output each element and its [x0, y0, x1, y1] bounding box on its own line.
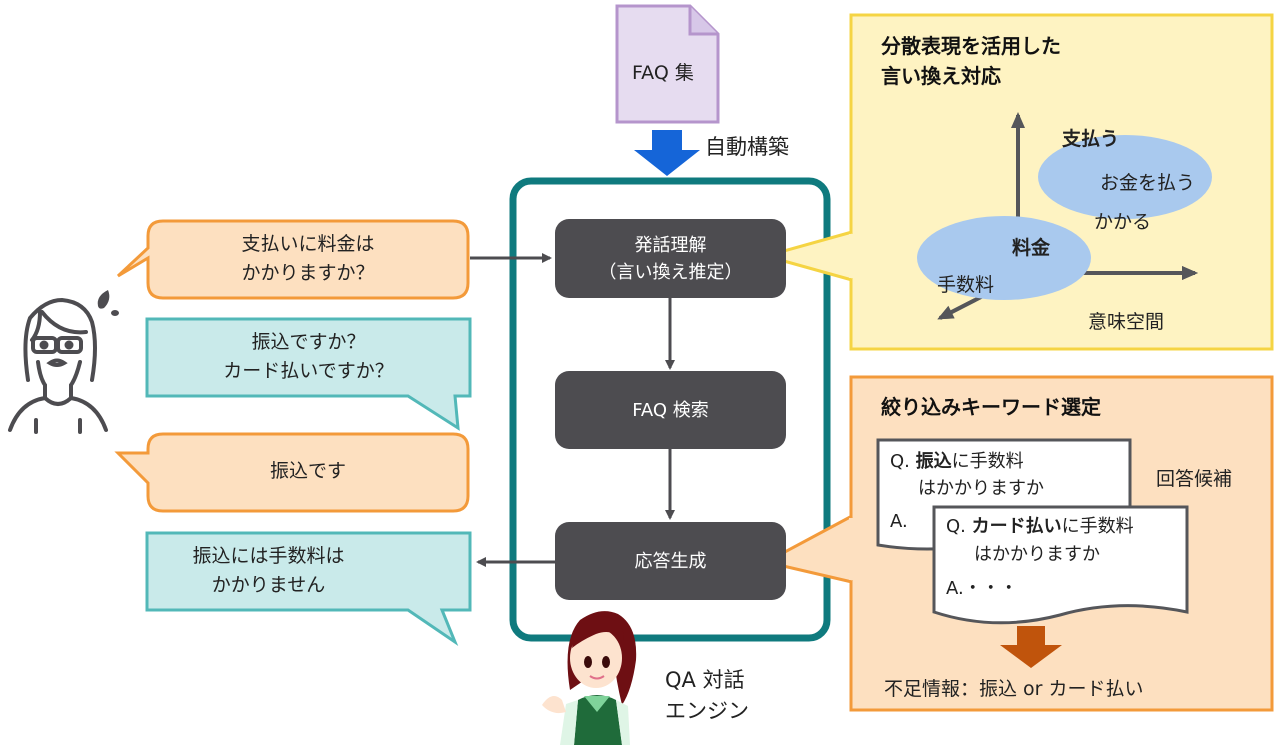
- bubble-user-1: [116, 219, 470, 300]
- result-arrow-icon: [1000, 626, 1062, 668]
- card-1-q-rest: に手数料: [951, 451, 1024, 472]
- cluster-fee-ellipse: [917, 216, 1091, 300]
- card-1-question-line2: はかかりますか: [918, 478, 1044, 499]
- card-1-q-prefix: Q.: [890, 451, 916, 472]
- user-avatar: [8, 297, 108, 434]
- bubble-user-1-text: 支払いに料金は かかりますか？: [241, 233, 375, 284]
- bubble-user-2-text: 振込です: [269, 460, 346, 482]
- engine-container: [509, 177, 831, 642]
- cluster-fee-item: 手数料: [937, 274, 995, 296]
- paraphrase-panel-title: 分散表現を活用した 言い換え対応: [881, 34, 1061, 88]
- node-utterance-understanding[interactable]: 発話理解 （言い換え推定）: [555, 219, 786, 298]
- bubble-system-1: [145, 317, 472, 431]
- bubble-system-1-text: 振込ですか？ カード払いですか？: [223, 331, 394, 382]
- operator-avatar: [542, 611, 637, 745]
- card-2-answer: A.・・・: [946, 578, 1018, 599]
- cluster-fee-head: 料金: [1012, 237, 1051, 259]
- semantic-space-label: 意味空間: [1088, 311, 1165, 333]
- card-2-q-prefix: Q.: [946, 516, 972, 537]
- faq-document-fold: [688, 6, 718, 36]
- outside-word: かかる: [1094, 211, 1152, 233]
- card-2-question: Q. カード払いに手数料: [946, 513, 1134, 540]
- node-response-generation[interactable]: 応答生成: [555, 522, 786, 600]
- sweat-drop-icon: [97, 290, 119, 316]
- candidates-label: 回答候補: [1156, 468, 1233, 490]
- keyword-panel-title: 絞り込みキーワード選定: [881, 395, 1101, 419]
- missing-info-result: 不足情報：振込 or カード払い: [884, 678, 1144, 700]
- auto-build-label: 自動構築: [705, 135, 789, 159]
- faq-document-label: FAQ 集: [632, 62, 694, 84]
- card-2-question-line2: はかかりますか: [974, 544, 1100, 565]
- engine-name-label: QA 対話 エンジン: [665, 668, 749, 723]
- bubble-system-2-text: 振込には手数料は かかりません: [192, 545, 345, 596]
- card-2-q-rest: に手数料: [1061, 516, 1134, 537]
- auto-build-arrow-icon: [634, 130, 700, 176]
- cluster-pay-item: お金を払う: [1100, 172, 1196, 194]
- card-1-q-keyword: 振込: [915, 451, 952, 472]
- bubble-system-2: [145, 531, 472, 647]
- cluster-pay-head: 支払う: [1062, 128, 1120, 150]
- card-1-answer: A.: [890, 511, 908, 532]
- cluster-pay-ellipse: [1038, 135, 1212, 219]
- candidate-card-front: [932, 505, 1189, 625]
- card-1-question: Q. 振込に手数料: [890, 448, 1024, 475]
- card-2-q-keyword: カード払い: [971, 516, 1062, 537]
- node-faq-search[interactable]: FAQ 検索: [555, 371, 786, 449]
- bubble-user-2: [114, 432, 470, 513]
